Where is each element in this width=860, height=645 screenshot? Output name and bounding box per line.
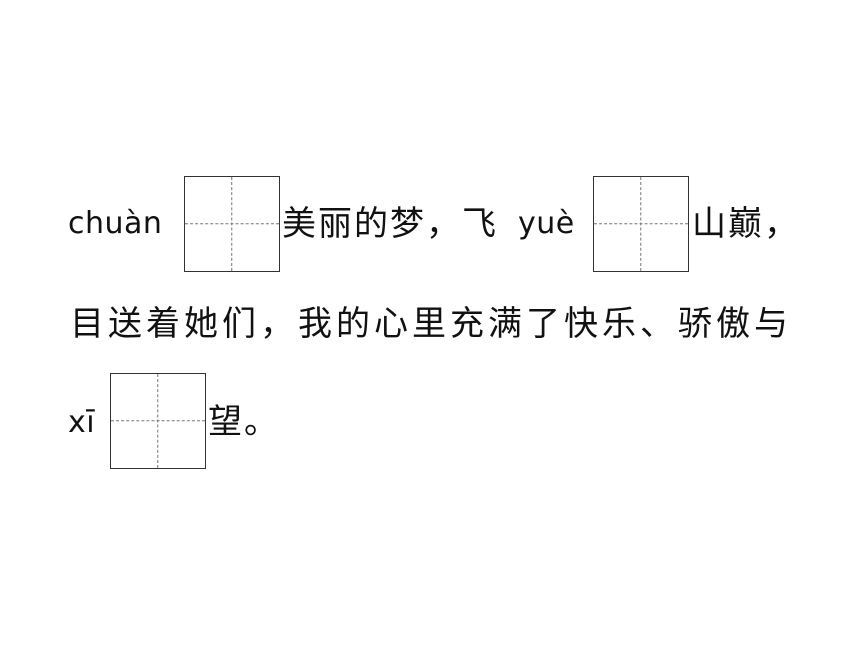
answer-box-2[interactable] [593, 176, 689, 272]
pinyin-yue: yuè [518, 206, 575, 241]
pinyin-xi: xī [68, 405, 96, 440]
answer-box-3[interactable] [110, 373, 206, 469]
box-guide-horizontal [185, 223, 279, 225]
answer-box-1[interactable] [184, 176, 280, 272]
sentence-part-2: 山巅， [692, 204, 800, 244]
sentence-part-1: 美丽的梦，飞 [282, 204, 498, 244]
pinyin-chuan: chuàn [68, 206, 163, 241]
box-guide-horizontal [594, 223, 688, 225]
sentence-part-3: 望。 [208, 402, 280, 442]
box-guide-horizontal [111, 420, 205, 422]
sentence-line-2: 目送着她们，我的心里充满了快乐、骄傲与 [70, 304, 792, 344]
